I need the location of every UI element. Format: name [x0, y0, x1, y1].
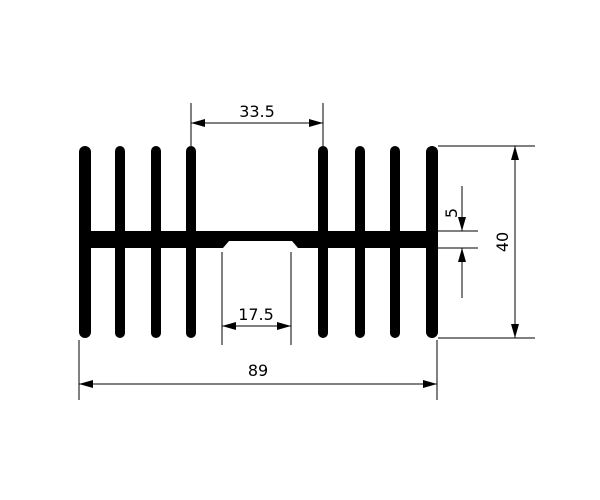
- dimension-label-overall-height: 40: [493, 232, 512, 252]
- arrow-head: [458, 248, 466, 262]
- dimension-center-gap: 33.5: [190, 102, 324, 146]
- arrow-head: [277, 322, 291, 330]
- arrow-head: [222, 322, 236, 330]
- fin-2: [115, 146, 125, 338]
- fin-7: [390, 146, 400, 338]
- dimension-overall-height: 40: [438, 145, 535, 339]
- dimension-label-channel-width: 17.5: [238, 305, 274, 324]
- arrow-head: [511, 146, 519, 160]
- arrow-head: [309, 119, 323, 127]
- arrow-head: [423, 380, 437, 388]
- heatsink-profile: [79, 146, 438, 338]
- dimension-label-base-thickness: 5: [442, 208, 461, 218]
- base-plate: [80, 231, 438, 248]
- fin-1: [79, 146, 91, 338]
- fin-4: [186, 146, 196, 338]
- arrow-head: [511, 324, 519, 338]
- arrow-head: [458, 217, 466, 231]
- dimension-channel-width: 17.5: [221, 252, 292, 345]
- fin-8: [426, 146, 438, 338]
- dimension-label-center-gap: 33.5: [239, 102, 275, 121]
- dimension-overall-width: 89: [78, 340, 438, 400]
- fin-5: [318, 146, 328, 338]
- dimension-base-thickness: 5: [438, 186, 478, 298]
- arrow-head: [79, 380, 93, 388]
- fin-6: [355, 146, 365, 338]
- fin-3: [151, 146, 161, 338]
- dimension-label-overall-width: 89: [248, 361, 268, 380]
- arrow-head: [191, 119, 205, 127]
